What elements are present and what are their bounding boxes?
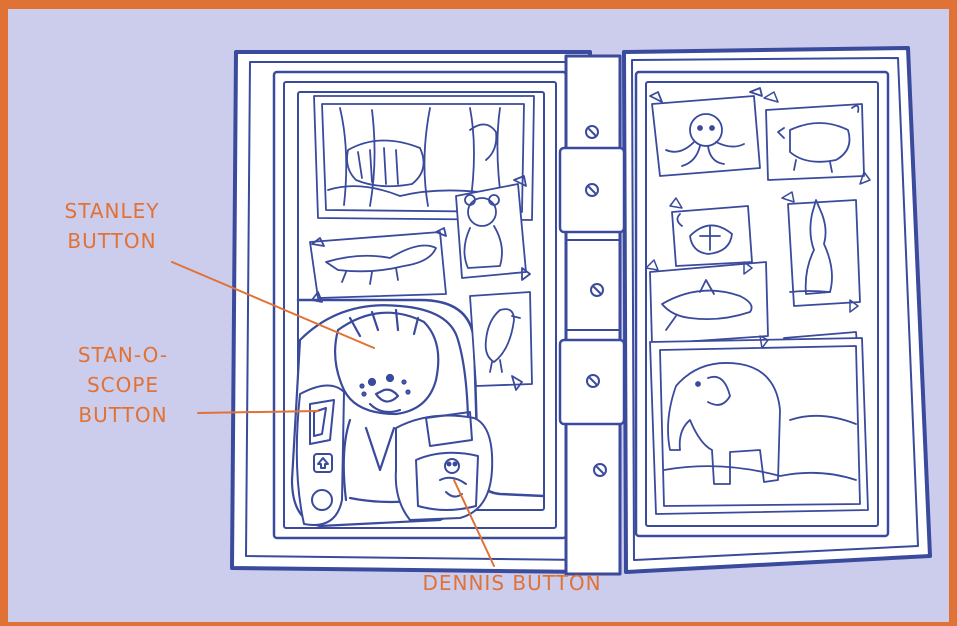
tiger-picture: [313, 95, 535, 221]
alligator-picture: [309, 227, 447, 303]
pig-picture: [765, 103, 865, 181]
bird-picture: [469, 291, 533, 391]
octopus-picture: [649, 87, 763, 177]
bear-picture: [455, 175, 531, 281]
stan-o-scope-callout-line: [197, 410, 319, 414]
right-page: [634, 70, 890, 538]
dennis-callout-line: [453, 479, 495, 567]
tape-corners: [645, 91, 871, 349]
turtle-picture: [671, 205, 753, 267]
stan-o-scope-button-callout: STAN-O- SCOPE BUTTON: [77, 343, 169, 427]
callout-lines: [171, 261, 495, 567]
stanley-callout-line: [171, 261, 375, 349]
stan-o-scope-figure: [295, 384, 345, 526]
spine-hinge: [558, 54, 626, 576]
dennis-button-callout: DENNIS BUTTON: [422, 571, 602, 595]
elephant-picture: [649, 337, 869, 515]
kangaroo-picture: [787, 199, 861, 307]
dolphin-picture: [649, 261, 769, 345]
stanley-button-callout: STANLEY BUTTON: [64, 199, 160, 253]
dennis-figure: [394, 411, 494, 521]
